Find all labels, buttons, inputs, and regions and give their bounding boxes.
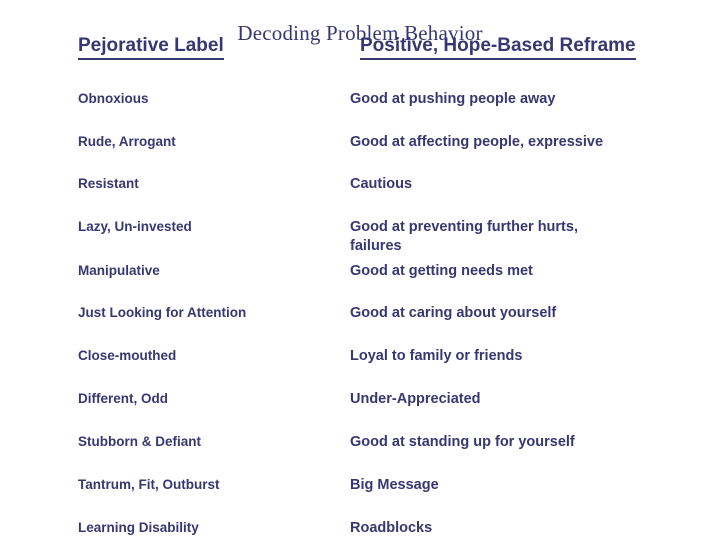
column-header-positive-reframe: Positive, Hope-Based Reframe (360, 36, 636, 60)
positive-reframe-cell: Cautious (350, 176, 413, 192)
pejorative-label-cell: Resistant (78, 176, 139, 191)
page-title: Decoding Problem Behavior (237, 21, 483, 46)
positive-reframe-cell: Good at getting needs met (350, 263, 533, 279)
pejorative-label-cell: Rude, Arrogant (78, 134, 176, 149)
positive-reframe-cell: Big Message (350, 477, 439, 493)
pejorative-label-cell: Manipulative (78, 263, 160, 278)
positive-reframe-cell: Loyal to family or friends (350, 348, 523, 364)
positive-reframe-cell: Under-Appreciated (350, 391, 481, 407)
pejorative-label-cell: Stubborn & Defiant (78, 434, 201, 449)
pejorative-label-cell: Tantrum, Fit, Outburst (78, 477, 220, 492)
positive-reframe-cell: Good at standing up for yourself (350, 434, 575, 450)
positive-reframe-cell: Roadblocks (350, 520, 433, 536)
positive-reframe-cell: Good at preventing further hurts, failur… (350, 219, 578, 254)
pejorative-label-cell: Obnoxious (78, 91, 149, 106)
pejorative-label-cell: Learning Disability (78, 520, 199, 535)
positive-reframe-cell: Good at affecting people, expressive (350, 134, 604, 150)
pejorative-label-cell: Different, Odd (78, 391, 168, 406)
positive-reframe-cell: Good at pushing people away (350, 91, 556, 107)
column-header-pejorative-label: Pejorative Label (78, 36, 224, 60)
pejorative-label-cell: Just Looking for Attention (78, 305, 247, 320)
pejorative-label-cell: Close-mouthed (78, 348, 177, 363)
pejorative-label-cell: Lazy, Un-invested (78, 219, 192, 234)
positive-reframe-cell: Good at caring about yourself (350, 305, 557, 321)
column-header-row: Pejorative Label Positive, Hope-Based Re… (0, 36, 720, 66)
